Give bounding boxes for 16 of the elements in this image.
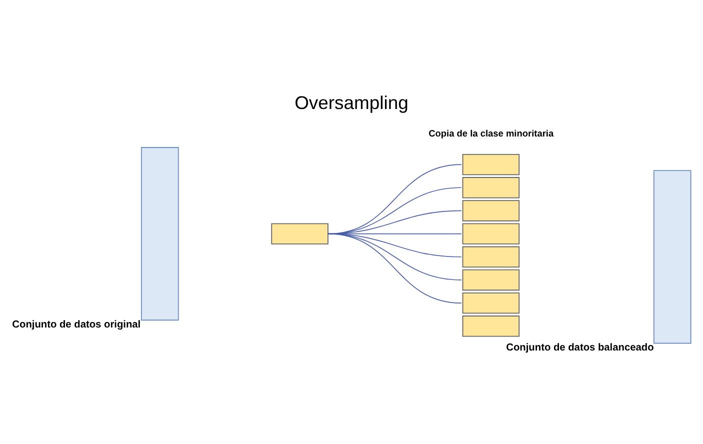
node-bar [462,246,520,268]
connector [328,232,462,303]
node-bar [462,153,520,175]
node-label: Conjunto de datos balanceado [506,342,654,353]
diagram-title: Oversampling [294,92,408,113]
node-bar [462,268,520,290]
node-bar [462,315,520,336]
node-label: Conjunto de datos original [12,318,141,330]
node-bar [462,176,520,198]
node-bar [653,170,692,344]
node-bar [271,222,328,244]
label: Copia de la clase minoritaria [428,128,554,138]
node-bar [140,146,179,320]
node-bar [462,292,520,314]
node-bar [462,200,520,221]
node-bar [462,222,520,244]
